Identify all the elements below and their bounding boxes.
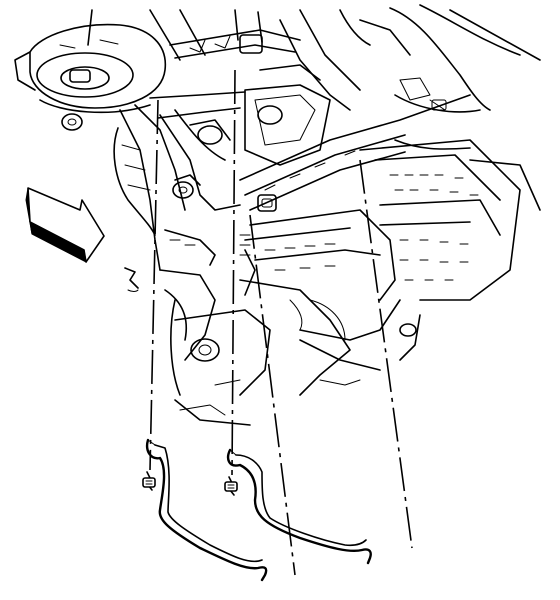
alignment-line-shield-outer bbox=[359, 159, 413, 549]
bolt-left bbox=[142, 471, 156, 491]
alignment-line-shield-inner bbox=[249, 214, 296, 576]
strut-tower bbox=[14, 9, 167, 131]
bolt-right bbox=[224, 476, 238, 496]
alignment-line-right-bolt bbox=[231, 69, 236, 476]
alignment-lines bbox=[149, 69, 413, 576]
lower-left-structure bbox=[124, 229, 271, 426]
alignment-line-left-bolt bbox=[149, 99, 159, 471]
shield-right bbox=[226, 448, 372, 565]
center-mount-area bbox=[159, 64, 331, 211]
floor-pan-center bbox=[239, 209, 396, 396]
shield-left bbox=[146, 438, 268, 582]
view-direction-arrow bbox=[25, 187, 105, 263]
diagonal-rail bbox=[239, 94, 471, 212]
vehicle-underbody bbox=[14, 4, 541, 426]
frame-rail-left bbox=[113, 91, 246, 271]
floor-pan-right bbox=[299, 139, 541, 361]
upper-crossmember bbox=[149, 4, 541, 113]
